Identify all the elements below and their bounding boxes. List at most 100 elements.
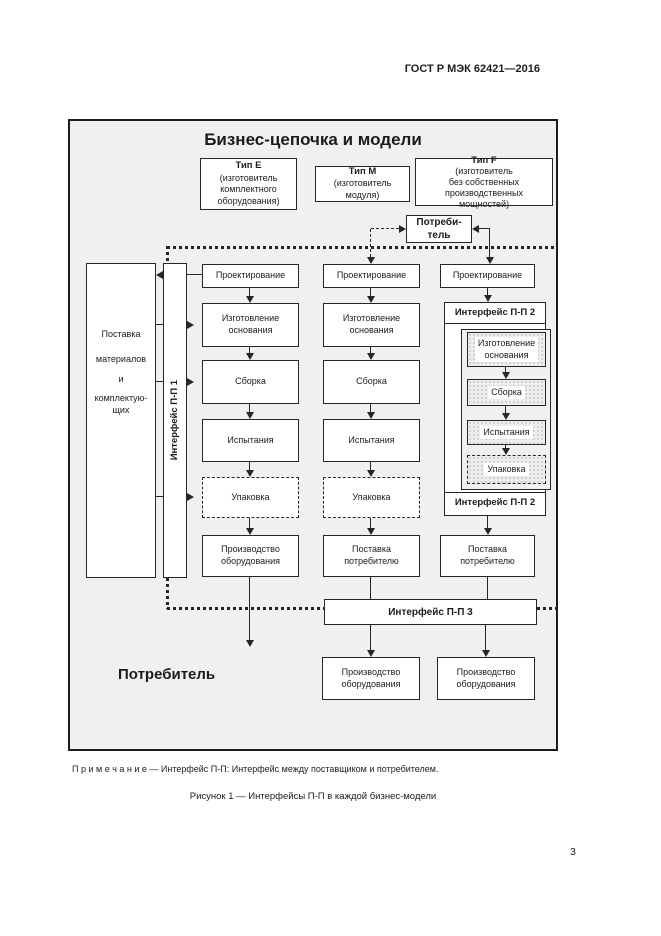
type-e-text: Тип E(изготовитель комплектного оборудов… bbox=[217, 160, 279, 207]
col3-assembly-label: Сборка bbox=[488, 385, 525, 400]
diagram-title: Бизнес-цепочка и модели bbox=[204, 130, 422, 149]
type-f-desc: (изготовитель без собственных производст… bbox=[445, 166, 523, 209]
type-f-box: Тип F(изготовитель без собственных произ… bbox=[415, 155, 553, 209]
col1-long-arrow-line bbox=[249, 577, 251, 641]
dotted-line-top bbox=[167, 246, 557, 249]
consumer-top-box: Потреби- тель bbox=[406, 215, 472, 243]
interface-pp2-top-label: Интерфейс П-П 2 bbox=[445, 303, 545, 324]
arrowhead-into-consumer bbox=[399, 225, 406, 233]
type-f-text: Тип F(изготовитель без собственных произ… bbox=[445, 155, 523, 210]
consumer-bottom-label: Потребитель bbox=[118, 666, 216, 683]
col3-base-label: Изготовление основания bbox=[474, 336, 539, 363]
pp3-out-1-line bbox=[370, 625, 372, 651]
dotted-line-top-drop bbox=[166, 246, 169, 263]
col3-base-box: Изготовление основания bbox=[467, 332, 546, 367]
col3-inner-arrow-2-line bbox=[505, 406, 507, 414]
pp3-out-2-head bbox=[482, 650, 490, 657]
supply-line: материалов bbox=[95, 353, 147, 364]
figure-note: П р и м е ч а н и е — Интерфейс П-П: Инт… bbox=[72, 764, 439, 774]
col1-testing-box: Испытания bbox=[202, 419, 299, 462]
col1-arrow-4-line bbox=[249, 462, 251, 471]
type-m-desc: (изготовитель модуля) bbox=[333, 178, 392, 201]
col3-inner-arrow-3-head bbox=[502, 448, 510, 455]
bottom-production-box-2: Производство оборудования bbox=[437, 657, 535, 700]
col3-assembly-box: Сборка bbox=[467, 379, 546, 406]
col3-to-pp3-line bbox=[487, 577, 489, 599]
pp3-out-2-line bbox=[485, 625, 487, 651]
arrowhead-to-col2-design bbox=[367, 257, 375, 264]
dotted-line-bottom-left bbox=[167, 607, 324, 610]
col2-arrow-2-head bbox=[367, 353, 375, 360]
col3-inner-arrow-1-line bbox=[505, 367, 507, 373]
col1-arrow-3-head bbox=[246, 412, 254, 419]
col1-arrow-1-head bbox=[246, 296, 254, 303]
col1-arrow-3-line bbox=[249, 404, 251, 413]
supply-line: комплектую- bbox=[94, 393, 148, 404]
col2-arrow-4-head bbox=[367, 470, 375, 477]
design-to-pp1-line bbox=[187, 274, 202, 276]
col2-arrow-1-line bbox=[370, 288, 372, 297]
col3-pp2-to-final-head bbox=[484, 528, 492, 535]
type-e-desc: (изготовитель комплектного оборудования) bbox=[217, 172, 280, 207]
col1-base-box: Изготовление основания bbox=[202, 303, 299, 347]
col2-packing-box: Упаковка bbox=[323, 477, 420, 518]
col3-design-box: Проектирование bbox=[440, 264, 535, 288]
type-m-text: Тип M(изготовитель модуля) bbox=[334, 166, 392, 202]
supply-to-pp1-line-3 bbox=[156, 496, 163, 498]
bottom-production-box-1: Производство оборудования bbox=[322, 657, 420, 700]
col1-final-box: Производство оборудования bbox=[202, 535, 299, 577]
arrowhead-to-col3-design bbox=[486, 257, 494, 264]
col3-packing-label: Упаковка bbox=[484, 462, 529, 477]
dotted-line-bottom-right bbox=[537, 607, 557, 610]
col2-assembly-box: Сборка bbox=[323, 360, 420, 404]
pp3-out-1-head bbox=[367, 650, 375, 657]
col1-packing-box: Упаковка bbox=[202, 477, 299, 518]
consumer-solid-line-h bbox=[479, 228, 490, 230]
supply-line: Поставка bbox=[101, 329, 141, 340]
col1-arrow-4-head bbox=[246, 470, 254, 477]
interface-pp1-box: Интерфейс П-П 1 bbox=[163, 263, 187, 578]
col2-arrow-3-line bbox=[370, 404, 372, 413]
supply-to-pp1-line-1 bbox=[156, 324, 163, 326]
type-e-title: Тип E bbox=[235, 160, 262, 172]
col2-arrow-2-line bbox=[370, 347, 372, 354]
col1-arrow-5-head bbox=[246, 528, 254, 535]
type-m-title: Тип M bbox=[348, 166, 377, 178]
col1-assembly-box: Сборка bbox=[202, 360, 299, 404]
col3-inner-arrow-3-line bbox=[505, 445, 507, 449]
col3-design-to-pp2-head bbox=[484, 295, 492, 302]
col2-testing-box: Испытания bbox=[323, 419, 420, 462]
supply-line: щих bbox=[112, 405, 130, 416]
consumer-dashed-line-h bbox=[371, 228, 399, 229]
col3-final-box: Поставка потребителю bbox=[440, 535, 535, 577]
arrowhead-to-supply bbox=[156, 271, 163, 279]
consumer-solid-line-v bbox=[489, 228, 491, 257]
col2-design-box: Проектирование bbox=[323, 264, 420, 288]
col2-arrow-5-line bbox=[370, 518, 372, 529]
interface-pp2-bottom-label: Интерфейс П-П 2 bbox=[445, 492, 545, 514]
col1-arrow-2-line bbox=[249, 347, 251, 354]
arrowhead-pp1-to-packing bbox=[187, 493, 194, 501]
dotted-line-bottom-drop bbox=[166, 578, 169, 609]
type-e-box: Тип E(изготовитель комплектного оборудов… bbox=[200, 158, 297, 210]
col3-design-to-pp2-line bbox=[487, 288, 489, 296]
col1-arrow-5-line bbox=[249, 518, 251, 529]
arrowhead-into-consumer-right bbox=[472, 225, 479, 233]
col2-arrow-3-head bbox=[367, 412, 375, 419]
supply-box: Поставка материалов и комплектую- щих bbox=[86, 263, 156, 578]
col2-final-box: Поставка потребителю bbox=[323, 535, 420, 577]
arrowhead-pp1-to-base bbox=[187, 321, 194, 329]
interface-pp1-label: Интерфейс П-П 1 bbox=[168, 380, 180, 461]
col3-packing-box: Упаковка bbox=[467, 455, 546, 484]
col1-arrow-1-line bbox=[249, 288, 251, 297]
figure-caption: Рисунок 1 — Интерфейсы П-П в каждой бизн… bbox=[189, 791, 437, 802]
col2-base-box: Изготовление основания bbox=[323, 303, 420, 347]
col1-arrow-2-head bbox=[246, 353, 254, 360]
supply-to-pp1-line-2 bbox=[156, 381, 163, 383]
col3-inner-arrow-2-head bbox=[502, 413, 510, 420]
col3-inner-arrow-1-head bbox=[502, 372, 510, 379]
col1-long-arrow-head bbox=[246, 640, 254, 647]
col3-testing-box: Испытания bbox=[467, 420, 546, 445]
arrowhead-pp1-to-assembly bbox=[187, 378, 194, 386]
col3-testing-label: Испытания bbox=[480, 425, 533, 440]
